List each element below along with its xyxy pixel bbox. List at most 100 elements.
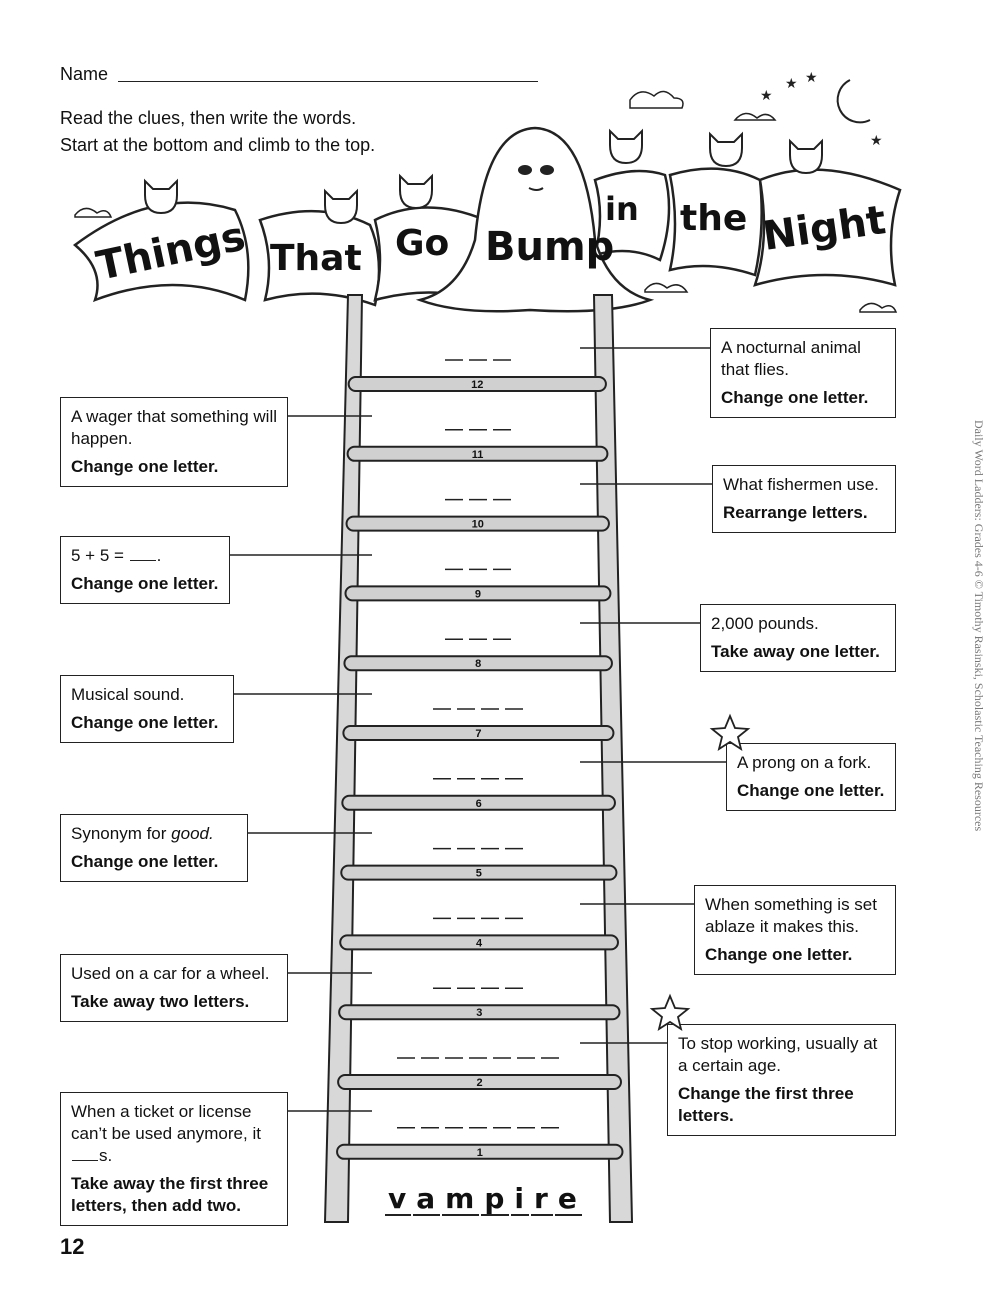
clue-text: 2,000 pounds.	[711, 614, 819, 633]
clue-text-end: s.	[99, 1146, 113, 1165]
start-word-letter: v	[385, 1184, 412, 1216]
svg-text:★: ★	[760, 87, 773, 103]
clue-text: Synonym for good.	[71, 823, 237, 845]
clue-text: What fishermen use.	[723, 475, 879, 494]
ladder-rung	[340, 864, 618, 881]
ladder-rung	[338, 1004, 621, 1021]
clue-box-8: 2,000 pounds. Take away one letter.	[700, 604, 896, 672]
clue-action: Change the first three letters.	[678, 1084, 854, 1125]
clue-box-1: When a ticket or license can’t be used a…	[60, 1092, 288, 1226]
clue-action: Change one letter.	[721, 388, 869, 407]
clue-text-emphasis: good.	[171, 824, 214, 843]
rung-number: 7	[475, 728, 481, 740]
ladder-rung	[344, 585, 612, 602]
start-word-letter: i	[511, 1184, 530, 1216]
clue-box-10: What fishermen use. Rearrange letters.	[712, 465, 896, 533]
clue-box-5: Synonym for good. Change one letter.	[60, 814, 248, 882]
answer-blank[interactable]	[129, 560, 156, 561]
clue-action: Rearrange letters.	[723, 503, 868, 522]
clue-action: Change one letter.	[705, 945, 853, 964]
bat-head-icons	[144, 128, 823, 225]
sidebar-credit: Daily Word Ladders: Grades 4-6 © Timothy…	[958, 420, 998, 860]
rung-number: 4	[476, 937, 483, 949]
clue-text-end: .	[156, 546, 162, 565]
name-label: Name	[60, 64, 109, 84]
clue-action: Change one letter.	[71, 457, 219, 476]
clue-text: To stop working, usually at a certain ag…	[678, 1034, 878, 1075]
clue-text-start: Synonym for	[71, 824, 172, 843]
clue-box-3: Used on a car for a wheel. Take away two…	[60, 954, 288, 1022]
svg-text:★: ★	[805, 70, 818, 85]
clue-text: A prong on a fork.	[737, 753, 872, 772]
moon-icon	[836, 79, 871, 124]
clue-text: When a ticket or license can’t be used a…	[71, 1101, 277, 1167]
ladder-rung	[343, 655, 613, 672]
banner-illustration: ★ ★ ★ ★ Things That G	[72, 70, 902, 313]
banner-word-bump: Bump	[485, 224, 614, 270]
rung-number: 10	[472, 519, 484, 531]
ladder-rung	[337, 1074, 622, 1090]
banner-word-in: in	[605, 190, 639, 228]
rung-number: 6	[476, 798, 482, 810]
clue-action: Take away the first three letters, then …	[71, 1174, 269, 1215]
ladder-rung	[341, 794, 616, 811]
rung-number: 3	[476, 1007, 482, 1019]
clue-box-11: A wager that something will happen. Chan…	[60, 397, 288, 487]
clue-action: Change one letter.	[71, 574, 219, 593]
clue-text: Used on a car for a wheel.	[71, 964, 270, 983]
instruction-line-1: Read the clues, then write the words.	[60, 108, 357, 128]
banner-word-go: Go	[395, 223, 449, 264]
start-word-letter: e	[554, 1184, 582, 1216]
instructions: Read the clues, then write the words. St…	[60, 105, 375, 159]
instruction-line-2: Start at the bottom and climb to the top…	[60, 135, 376, 155]
star-icon	[649, 993, 691, 1031]
rung-number: 11	[472, 449, 484, 461]
start-word-letter: a	[413, 1184, 441, 1216]
clue-action: Take away two letters.	[71, 992, 250, 1011]
credit-text: Daily Word Ladders: Grades 4-6 © Timothy…	[972, 420, 986, 832]
clue-box-2: To stop working, usually at a certain ag…	[667, 1024, 896, 1136]
start-word-letter: p	[481, 1184, 510, 1216]
ladder-rung	[346, 445, 609, 462]
name-input-line[interactable]	[118, 81, 538, 82]
clue-action: Change one letter.	[71, 713, 219, 732]
clue-text: Musical sound.	[71, 685, 185, 704]
rung-number: 9	[475, 588, 481, 600]
star-icon	[709, 713, 751, 751]
svg-text:★: ★	[870, 132, 883, 148]
banner-word-the: the	[680, 198, 747, 239]
clue-box-4: When something is set ablaze it makes th…	[694, 885, 896, 975]
ladder-rung	[339, 934, 619, 951]
rung-number: 8	[475, 658, 481, 670]
clue-box-12: A nocturnal animal that flies. Change on…	[710, 328, 896, 418]
clue-action: Change one letter.	[737, 781, 885, 800]
ladder-rung	[342, 725, 615, 741]
clue-text: A wager that something will happen.	[71, 407, 277, 448]
clue-text-start: 5 + 5 =	[71, 546, 129, 565]
ladder-rung	[336, 1143, 624, 1160]
clue-text: A nocturnal animal that flies.	[721, 338, 861, 379]
answer-blank[interactable]	[72, 1160, 98, 1161]
page-number: 12	[60, 1234, 85, 1259]
svg-text:★: ★	[785, 75, 798, 91]
start-word-letter: m	[442, 1184, 480, 1216]
clue-box-6: A prong on a fork. Change one letter.	[726, 743, 896, 811]
banner-word-that: That	[270, 238, 362, 279]
clue-text: 5 + 5 = .	[71, 545, 219, 567]
start-word-letter: r	[531, 1184, 553, 1216]
clue-box-7: Musical sound. Change one letter.	[60, 675, 234, 743]
clue-box-9: 5 + 5 = . Change one letter.	[60, 536, 230, 604]
clue-text-start: When a ticket or license can’t be used a…	[71, 1102, 261, 1143]
rung-number: 12	[471, 379, 483, 391]
clue-text: When something is set ablaze it makes th…	[705, 895, 877, 936]
ladder-rung	[345, 515, 610, 532]
ghost-icon	[415, 126, 655, 313]
clue-action: Change one letter.	[71, 852, 219, 871]
rung-number: 2	[476, 1077, 482, 1089]
rung-number: 1	[477, 1147, 483, 1159]
clue-action: Take away one letter.	[711, 642, 880, 661]
rung-number: 5	[476, 868, 482, 880]
ladder-rung	[347, 376, 607, 392]
ladder-rails	[323, 294, 634, 1223]
